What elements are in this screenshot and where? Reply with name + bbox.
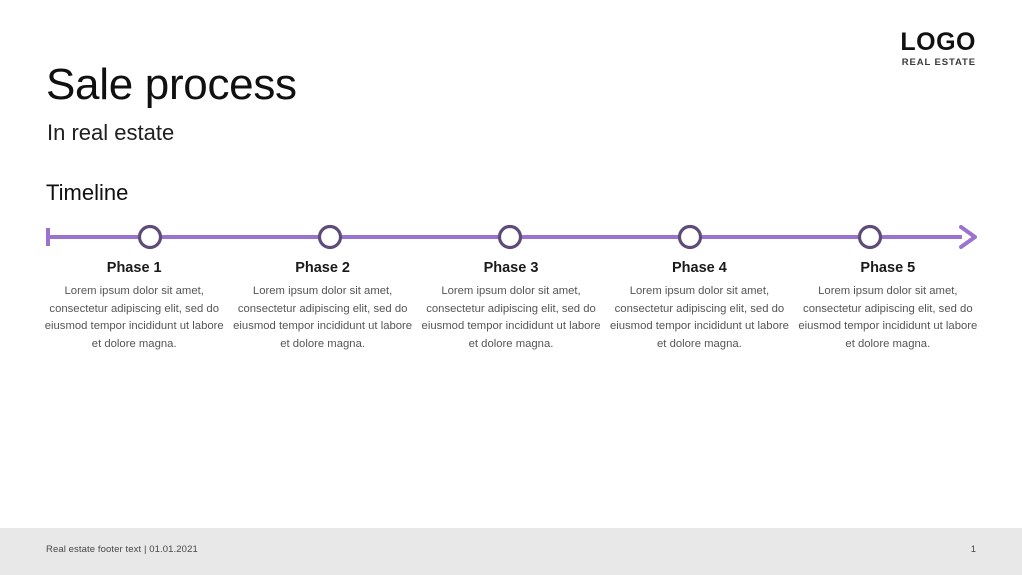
phase-description: Lorem ipsum dolor sit amet, consectetur … [609,285,789,350]
logo-wordmark: LOGO [900,28,976,56]
page-subtitle: In real estate [47,120,175,145]
page-number: 1 [970,544,976,555]
logo-tagline: REAL ESTATE [901,57,976,68]
slide-footer: Real estate footer text | 01.01.2021 1 [0,528,1022,575]
circle-marker-icon[interactable] [677,224,703,250]
phase-title: Phase 2 [295,260,351,276]
phase-title: Phase 5 [860,260,916,276]
phase-description: Lorem ipsum dolor sit amet, consectetur … [798,285,978,350]
phase-item[interactable]: Phase 1 Lorem ipsum dolor sit amet, cons… [40,260,228,353]
phase-item[interactable]: Phase 2 Lorem ipsum dolor sit amet, cons… [228,260,416,353]
arrow-right-icon [959,225,977,249]
circle-marker-icon[interactable] [317,224,343,250]
phase-item[interactable]: Phase 3 Lorem ipsum dolor sit amet, cons… [417,260,605,353]
page-title: Sale process [46,60,297,109]
phase-title: Phase 1 [106,260,162,276]
timeline-diagram: Phase 1 Lorem ipsum dolor sit amet, cons… [40,220,982,380]
phase-description: Lorem ipsum dolor sit amet, consectetur … [44,285,224,350]
brand-logo: LOGO REAL ESTATE [900,30,976,68]
circle-marker-icon[interactable] [857,224,883,250]
phase-list: Phase 1 Lorem ipsum dolor sit amet, cons… [40,260,982,353]
phase-item[interactable]: Phase 5 Lorem ipsum dolor sit amet, cons… [794,260,982,353]
phase-description: Lorem ipsum dolor sit amet, consectetur … [421,285,601,350]
timeline-axis [46,224,977,250]
phase-description: Lorem ipsum dolor sit amet, consectetur … [233,285,413,350]
circle-marker-icon[interactable] [497,224,523,250]
phase-title: Phase 4 [672,260,727,276]
phase-title: Phase 3 [483,260,539,276]
section-heading-timeline: Timeline [46,180,129,205]
footer-text: Real estate footer text | 01.01.2021 [46,544,198,555]
phase-item[interactable]: Phase 4 Lorem ipsum dolor sit amet, cons… [605,260,793,353]
circle-marker-icon[interactable] [137,224,163,250]
